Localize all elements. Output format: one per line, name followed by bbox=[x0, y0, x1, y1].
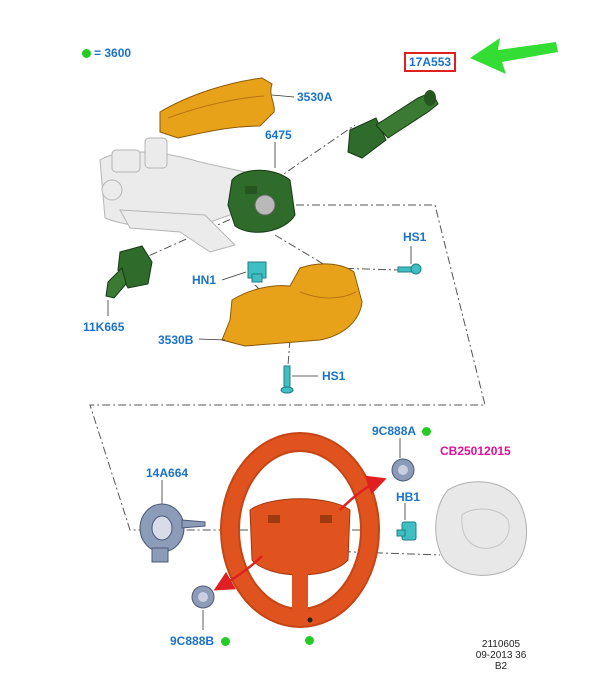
green-pointer-arrow bbox=[470, 38, 558, 74]
airbag-CB25012015 bbox=[435, 481, 528, 576]
nut-HN1 bbox=[247, 261, 267, 283]
callout-9C888B: 9C888B bbox=[170, 634, 215, 648]
screw-HS1-bottom bbox=[280, 365, 294, 394]
turn-signal-switch-11K665 bbox=[105, 245, 153, 299]
upper-shroud-3530A bbox=[159, 77, 275, 139]
callout-6475: 6475 bbox=[265, 128, 292, 142]
wiper-switch-17A553 bbox=[347, 90, 439, 159]
footer-line-3: B2 bbox=[494, 661, 508, 672]
marker-dot-9C888B bbox=[221, 637, 230, 646]
callout-HN1: HN1 bbox=[192, 273, 217, 287]
marker-dot-wheel bbox=[305, 636, 314, 645]
callout-HS1-bottom: HS1 bbox=[322, 369, 346, 383]
red-arrow-right bbox=[339, 475, 387, 511]
red-arrow-left bbox=[213, 555, 263, 591]
callout-HS1-top: HS1 bbox=[403, 230, 427, 244]
bolt-HB1 bbox=[396, 521, 417, 541]
steering-wheel bbox=[220, 432, 380, 628]
footer-code: 2110605 09-2013 36 B2 bbox=[466, 639, 536, 672]
callout-9C888A: 9C888A bbox=[372, 424, 417, 438]
steering-column-housing bbox=[99, 137, 251, 253]
marker-dot-9C888A bbox=[422, 427, 431, 436]
callout-3530A: 3530A bbox=[297, 90, 333, 104]
legend-text: = 3600 bbox=[94, 46, 132, 60]
legend-dot bbox=[82, 49, 91, 58]
clockspring-14A664 bbox=[139, 503, 206, 563]
switch-assembly-6475 bbox=[227, 169, 296, 233]
switch-9C888A bbox=[391, 458, 415, 482]
callout-3530B: 3530B bbox=[158, 333, 194, 347]
callout-17A553: 17A553 bbox=[404, 52, 457, 72]
footer-line-2: 09-2013 36 bbox=[475, 650, 527, 661]
callout-14A664: 14A664 bbox=[146, 466, 189, 480]
footer-line-1: 2110605 bbox=[481, 639, 521, 650]
callout-HB1: HB1 bbox=[396, 490, 421, 504]
lower-shroud-3530B bbox=[221, 263, 363, 347]
callout-CB25012015: CB25012015 bbox=[440, 444, 511, 458]
leader-lines bbox=[107, 94, 412, 630]
screw-HS1-top bbox=[397, 263, 422, 275]
callout-11K665: 11K665 bbox=[83, 320, 125, 334]
switch-9C888B bbox=[191, 585, 215, 609]
